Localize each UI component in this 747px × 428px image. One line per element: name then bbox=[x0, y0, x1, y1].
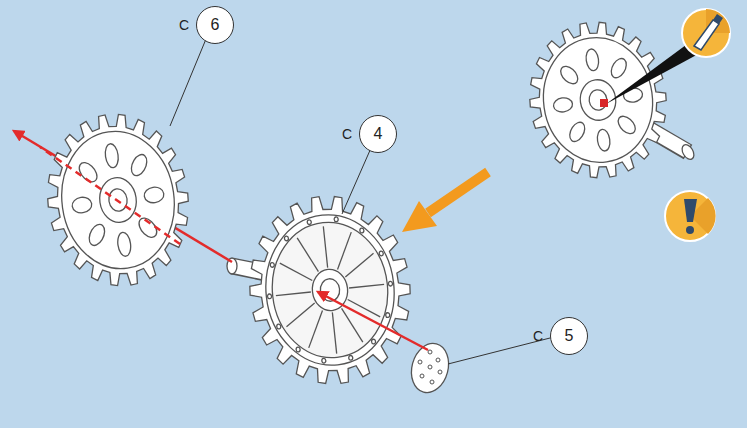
sprocket bbox=[37, 105, 199, 295]
orange-arrow bbox=[402, 172, 488, 232]
part-sheet-letter: C bbox=[533, 328, 543, 344]
callout-number: 6 bbox=[197, 7, 233, 43]
part-sheet-letter: C bbox=[179, 17, 189, 33]
hidden-arrow bbox=[40, 147, 180, 244]
callout-circle: C4 bbox=[359, 115, 397, 153]
leader-line bbox=[170, 39, 206, 126]
warning-icon bbox=[665, 191, 716, 241]
sprocket bbox=[520, 13, 676, 186]
cut-mark bbox=[600, 99, 608, 107]
part-sheet-letter: C bbox=[342, 126, 352, 142]
cap-disc bbox=[406, 339, 454, 397]
direction-arrow bbox=[318, 292, 428, 350]
callout-number: 4 bbox=[360, 116, 396, 152]
callout-circle: C5 bbox=[550, 317, 588, 355]
callout-circle: C6 bbox=[196, 6, 234, 44]
sprocket bbox=[241, 188, 420, 392]
callout-number: 5 bbox=[551, 318, 587, 354]
pointer-wedge bbox=[606, 42, 702, 104]
knife-icon bbox=[682, 9, 730, 57]
leader-line bbox=[342, 148, 371, 214]
